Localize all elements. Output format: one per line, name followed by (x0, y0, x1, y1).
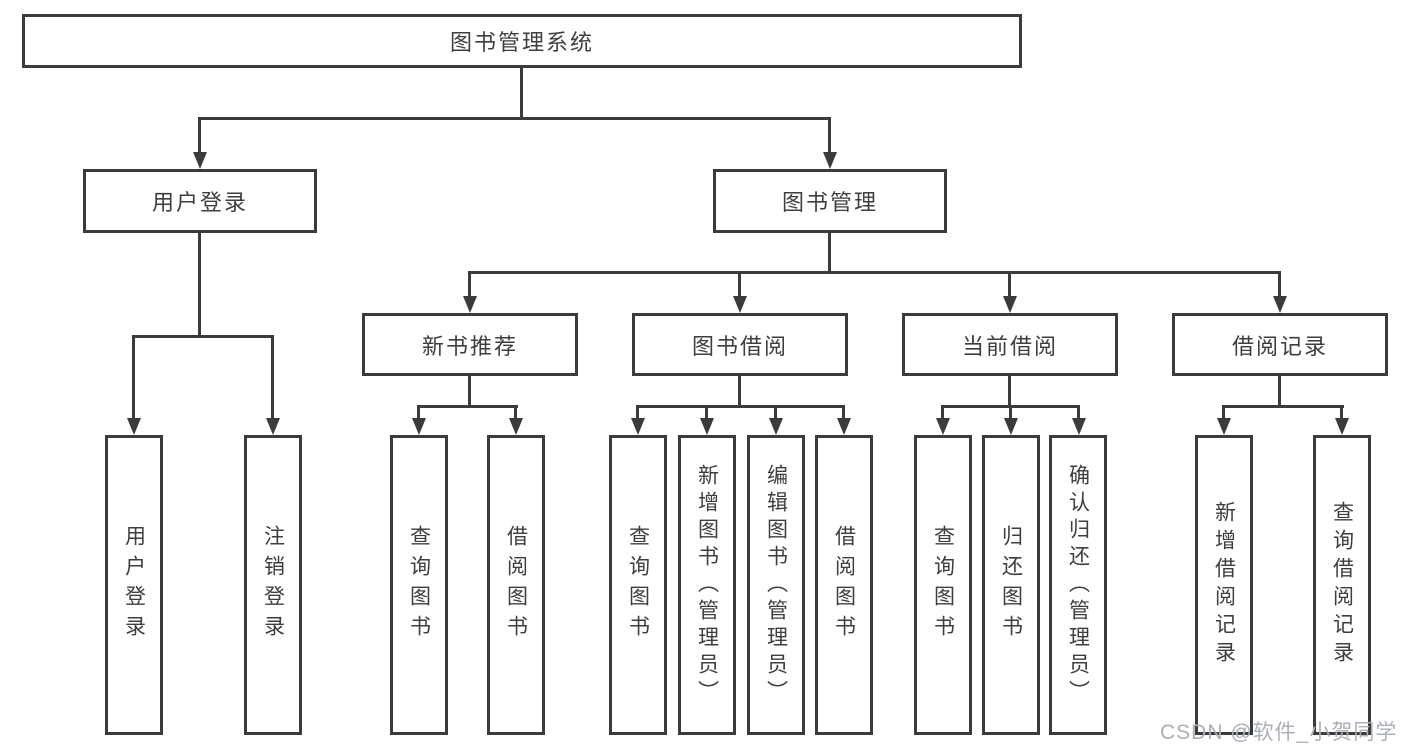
connector-line (417, 405, 420, 420)
arrow-down-icon (1072, 418, 1086, 435)
arrow-down-icon (509, 418, 523, 435)
leaf-borrow-books-2: 借阅图书 (815, 435, 873, 735)
leaf-query-borrow-record: 查询借阅记录 (1313, 435, 1371, 735)
leaf-return-books: 归还图书 (982, 435, 1040, 735)
arrow-down-icon (1003, 296, 1017, 313)
csdn-watermark: CSDN @软件_小贺同学 (1160, 721, 1398, 744)
connector-line (198, 117, 831, 120)
connector-line (1222, 405, 1225, 420)
connector-line (1222, 405, 1344, 408)
connector-line (1340, 405, 1343, 420)
connector-line (1008, 271, 1011, 298)
connector-line (941, 405, 944, 420)
connector-line (828, 233, 831, 274)
leaf-label: 注销登录 (261, 525, 285, 645)
leaf-label: 查询借阅记录 (1330, 501, 1354, 669)
arrow-down-icon (733, 296, 747, 313)
connector-line (520, 68, 523, 118)
arrow-down-icon (193, 152, 207, 169)
arrow-down-icon (769, 418, 783, 435)
node-label: 当前借阅 (961, 333, 1058, 359)
node-label: 新书推荐 (421, 333, 518, 359)
connector-line (1008, 376, 1011, 407)
leaf-label: 确认归还（管理员） (1066, 463, 1090, 707)
leaf-borrow-books-1: 借阅图书 (487, 435, 545, 735)
connector-line (842, 405, 845, 420)
node-library-management-system: 图书管理系统 (22, 14, 1022, 68)
arrow-down-icon (1004, 418, 1018, 435)
leaf-add-borrow-record: 新增借阅记录 (1195, 435, 1253, 735)
connector-line (468, 271, 471, 298)
leaf-query-books-3: 查询图书 (914, 435, 972, 735)
connector-line (132, 335, 274, 338)
connector-line (774, 405, 777, 420)
leaf-add-book-admin: 新增图书（管理员） (678, 435, 736, 735)
connector-line (468, 376, 471, 407)
leaf-label: 查询图书 (407, 525, 431, 645)
node-borrowing-records: 借阅记录 (1172, 313, 1388, 376)
node-current-borrowing: 当前借阅 (902, 313, 1118, 376)
leaf-label: 用户登录 (122, 525, 146, 645)
connector-line (1009, 405, 1012, 420)
leaf-logout-login: 注销登录 (244, 435, 302, 735)
arrow-down-icon (463, 296, 477, 313)
arrow-down-icon (631, 418, 645, 435)
leaf-query-books-1: 查询图书 (390, 435, 448, 735)
arrow-down-icon (700, 418, 714, 435)
node-user-login: 用户登录 (83, 169, 317, 233)
node-label: 借阅记录 (1231, 333, 1328, 359)
node-label: 图书管理 (781, 190, 878, 215)
connector-line (1278, 376, 1281, 407)
arrow-down-icon (1335, 418, 1349, 435)
arrow-down-icon (837, 418, 851, 435)
leaf-label: 查询图书 (626, 525, 650, 645)
leaf-label: 借阅图书 (504, 525, 528, 645)
connector-line (271, 335, 274, 419)
connector-line (132, 335, 135, 419)
arrow-down-icon (127, 418, 141, 435)
leaf-confirm-return-admin: 确认归还（管理员） (1049, 435, 1107, 735)
leaf-edit-book-admin: 编辑图书（管理员） (747, 435, 805, 735)
arrow-down-icon (823, 152, 837, 169)
connector-line (738, 271, 741, 298)
leaf-user-login: 用户登录 (105, 435, 163, 735)
node-label: 图书借阅 (691, 333, 788, 359)
node-new-book-recommendation: 新书推荐 (362, 313, 578, 376)
connector-line (468, 271, 1281, 274)
connector-line (1278, 271, 1281, 298)
connector-line (514, 405, 517, 420)
connector-line (1077, 405, 1080, 420)
connector-line (828, 117, 831, 153)
connector-line (705, 405, 708, 420)
node-label: 用户登录 (151, 190, 248, 215)
node-label: 图书管理系统 (449, 30, 594, 55)
arrow-down-icon (1217, 418, 1231, 435)
arrow-down-icon (412, 418, 426, 435)
leaf-label: 新增借阅记录 (1212, 501, 1236, 669)
connector-line (636, 405, 639, 420)
leaf-label: 归还图书 (999, 525, 1023, 645)
leaf-label: 新增图书（管理员） (695, 463, 719, 707)
node-book-management: 图书管理 (713, 169, 947, 233)
arrow-down-icon (1273, 296, 1287, 313)
connector-line (198, 233, 201, 335)
arrow-down-icon (936, 418, 950, 435)
arrow-down-icon (266, 418, 280, 435)
connector-line (738, 376, 741, 407)
leaf-label: 编辑图书（管理员） (764, 463, 788, 707)
leaf-query-books-2: 查询图书 (609, 435, 667, 735)
connector-line (417, 405, 518, 408)
connector-line (636, 405, 845, 408)
node-book-borrowing: 图书借阅 (632, 313, 848, 376)
connector-line (198, 117, 201, 153)
leaf-label: 查询图书 (931, 525, 955, 645)
leaf-label: 借阅图书 (832, 525, 856, 645)
